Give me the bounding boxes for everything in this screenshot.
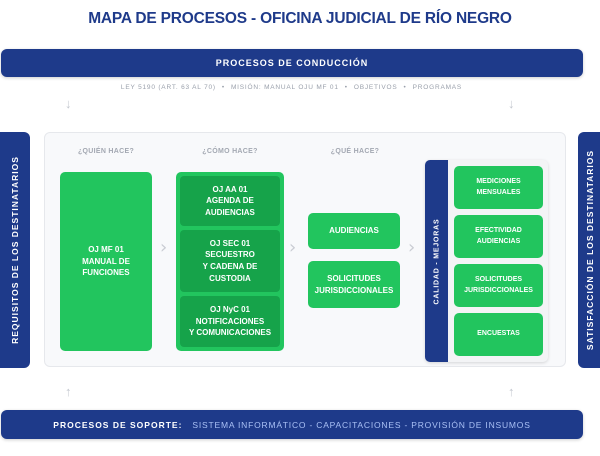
separator: • [403, 84, 407, 91]
page-title: MAPA DE PROCESOS - OFICINA JUDICIAL DE R… [88, 10, 512, 27]
arrow-down-icon: ↓ [65, 96, 72, 111]
manual-funciones-box: OJ MF 01 MANUAL DE FUNCIONES [60, 172, 152, 351]
conduction-items: LEY 5190 (ART. 63 AL 70) • MISIÓN: MANUAL … [0, 84, 583, 91]
conduction-label: PROCESOS DE CONDUCCIÓN [215, 58, 369, 68]
requirements-label: REQUISITOS DE LOS DESTINATARIOS [10, 156, 21, 344]
support-processes-bar: PROCESOS DE SOPORTE: SISTEMA INFORMÁTICO … [1, 410, 583, 439]
conduction-processes-bar: PROCESOS DE CONDUCCIÓN [1, 49, 583, 77]
support-label: PROCESOS DE SOPORTE: [53, 419, 183, 430]
quality-box-efectividad: EFECTIVIDAD AUDIENCIAS [454, 215, 543, 258]
solicitudes-box: SOLICITUDES JURISDICCIONALES [308, 261, 400, 308]
quality-box-encuestas: ENCUESTAS [454, 313, 543, 356]
conduction-item: MISIÓN: MANUAL OJU MF 01 [230, 84, 339, 91]
conduction-item: PROGRAMAS [412, 84, 463, 91]
chevron-right-icon: › [160, 237, 168, 258]
requirements-bar: REQUISITOS DE LOS DESTINATARIOS [0, 132, 30, 368]
arrow-up-icon: ↑ [65, 384, 72, 399]
header-como: ¿CÓMO HACE? [202, 148, 258, 155]
header-quien: ¿QUIÉN HACE? [77, 148, 135, 155]
chevron-right-icon: › [289, 237, 297, 258]
conduction-item: OBJETIVOS [353, 84, 398, 91]
satisfaction-label: SATISFACCIÓN DE LOS DESTINATARIOS [585, 149, 595, 351]
separator: • [344, 84, 348, 91]
arrow-up-icon: ↑ [508, 384, 515, 399]
notificaciones-box: OJ NyC 01 NOTIFICACIONES Y COMUNICACIONE… [180, 296, 280, 347]
arrow-down-icon: ↓ [508, 96, 515, 111]
agenda-audiencias-box: OJ AA 01 AGENDA DE AUDIENCIAS [180, 176, 280, 226]
audiencias-box: AUDIENCIAS [308, 213, 400, 249]
separator: • [221, 84, 225, 91]
satisfaction-bar: SATISFACCIÓN DE LOS DESTINATARIOS [578, 132, 600, 368]
quality-label-strip: CALIDAD - MEJORAS [425, 160, 448, 362]
support-items: SISTEMA INFORMÁTICO - CAPACITACIONES - P… [192, 419, 531, 430]
quality-label: CALIDAD - MEJORAS [433, 218, 440, 304]
quality-box-solicitudes: SOLICITUDES JURISDICCIONALES [454, 264, 543, 307]
quality-box-mediciones: MEDICIONES MENSUALES [454, 166, 543, 209]
secuestro-custodia-box: OJ SEC 01 SECUESTRO Y CADENA DE CUSTODIA [180, 230, 280, 292]
chevron-right-icon: › [408, 237, 416, 258]
conduction-item: LEY 5190 (ART. 63 AL 70) [120, 84, 216, 91]
header-que: ¿QUÉ HACE? [330, 148, 380, 155]
